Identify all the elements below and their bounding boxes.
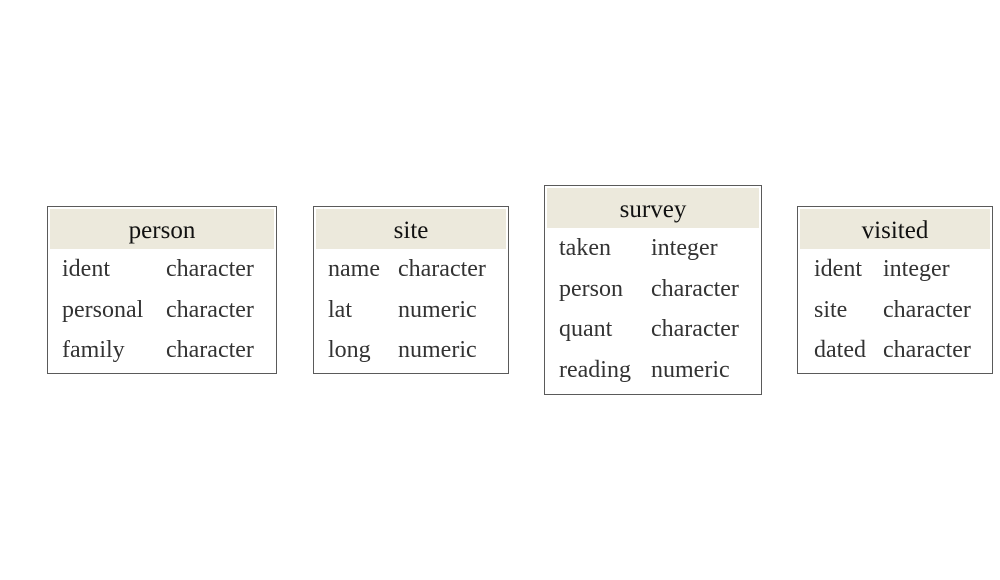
field-row: person character bbox=[545, 269, 761, 310]
field-type: character bbox=[398, 256, 486, 282]
field-row: site character bbox=[798, 290, 992, 331]
field-row: personal character bbox=[48, 290, 276, 331]
table-visited: visited ident integer site character dat… bbox=[797, 206, 993, 374]
field-name: person bbox=[559, 275, 623, 302]
table-title-person: person bbox=[50, 209, 274, 249]
field-type: integer bbox=[651, 235, 718, 261]
table-title-visited: visited bbox=[800, 209, 990, 249]
field-name: name bbox=[328, 256, 380, 282]
field-name: personal bbox=[62, 296, 144, 323]
field-row: ident integer bbox=[798, 249, 992, 290]
table-site: site name character lat numeric long num… bbox=[313, 206, 509, 374]
field-type: character bbox=[883, 296, 971, 323]
field-name: dated bbox=[814, 337, 866, 363]
table-survey: survey taken integer person character qu… bbox=[544, 185, 762, 395]
field-type: character bbox=[166, 296, 254, 323]
field-type: integer bbox=[883, 256, 950, 282]
field-row: taken integer bbox=[545, 228, 761, 269]
field-type: character bbox=[651, 275, 739, 302]
field-type: character bbox=[883, 337, 971, 363]
field-name: ident bbox=[62, 256, 110, 282]
field-type: numeric bbox=[651, 356, 730, 383]
field-row: lat numeric bbox=[314, 290, 508, 331]
field-type: numeric bbox=[398, 296, 477, 323]
field-name: lat bbox=[328, 296, 352, 323]
field-type: numeric bbox=[398, 337, 477, 363]
table-title-site: site bbox=[316, 209, 506, 249]
field-type: character bbox=[651, 316, 739, 342]
field-name: taken bbox=[559, 235, 611, 261]
field-name: reading bbox=[559, 356, 631, 383]
field-name: site bbox=[814, 296, 848, 323]
table-person: person ident character personal characte… bbox=[47, 206, 277, 374]
table-title-survey: survey bbox=[547, 188, 759, 228]
field-row: family character bbox=[48, 330, 276, 371]
field-type: character bbox=[166, 256, 254, 282]
field-row: dated character bbox=[798, 330, 992, 371]
field-row: reading numeric bbox=[545, 350, 761, 391]
field-name: long bbox=[328, 337, 371, 363]
field-type: character bbox=[166, 337, 254, 363]
field-name: family bbox=[62, 337, 125, 363]
field-row: ident character bbox=[48, 249, 276, 290]
field-row: quant character bbox=[545, 309, 761, 350]
field-name: ident bbox=[814, 256, 862, 282]
field-row: long numeric bbox=[314, 330, 508, 371]
field-name: quant bbox=[559, 316, 613, 342]
field-row: name character bbox=[314, 249, 508, 290]
